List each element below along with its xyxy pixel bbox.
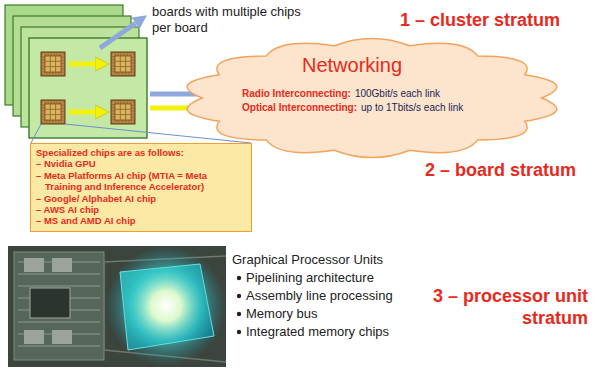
leader-line	[31, 124, 41, 143]
list-item: – MS and AMD AI chip	[36, 215, 246, 226]
list-heading: Specialized chips are as follows:	[36, 147, 246, 158]
chip	[41, 52, 65, 76]
network-cloud: NetworkingRadio Interconnecting: 100Gbit/…	[182, 38, 562, 158]
bullet	[237, 276, 241, 280]
stratum-label: 1 – cluster stratum	[400, 10, 560, 32]
link-type: Radio Interconnecting:	[242, 88, 351, 100]
board	[29, 38, 147, 138]
chip	[41, 100, 65, 124]
chip-link-arrow	[69, 62, 95, 67]
gpu-photo	[52, 258, 72, 272]
gpu-photo	[8, 246, 226, 367]
link-speed: 100Gbit/s each link	[355, 88, 440, 100]
chip	[111, 100, 135, 124]
chip	[111, 52, 135, 76]
gpu-photo	[52, 330, 72, 344]
stratum-label: 2 – board stratum	[425, 160, 576, 182]
list-item: – AWS AI chip	[36, 204, 246, 215]
list-heading: Graphical Processor Units	[232, 252, 383, 268]
list-item: Integrated memory chips	[246, 324, 389, 340]
bullet	[237, 294, 241, 298]
chip-link-arrow	[69, 110, 95, 115]
chip-list-box: Specialized chips are as follows:– Nvidi…	[30, 143, 252, 232]
gpu-photo	[24, 330, 44, 344]
list-item: Assembly line processing	[246, 288, 393, 304]
link-type: Optical Interconnecting:	[242, 102, 357, 114]
bullet	[237, 330, 241, 334]
list-item: – Nvidia GPU	[36, 158, 246, 169]
cloud-title: Networking	[302, 54, 402, 77]
gpu-photo	[106, 246, 226, 366]
gpu-photo	[30, 288, 70, 318]
list-item: – Meta Platforms AI chip (MTIA = Meta Tr…	[36, 170, 246, 193]
link-speed: up to 1Tbits/s each link	[361, 102, 463, 114]
gpu-photo	[14, 252, 104, 360]
list-item: – Google/ Alphabet AI chip	[36, 193, 246, 204]
note-text: boards with multiple chips per board	[152, 4, 302, 35]
list-item: Memory bus	[246, 306, 318, 322]
gpu-photo	[18, 262, 100, 346]
bullet	[237, 312, 241, 316]
list-item: Pipelining architecture	[246, 270, 374, 286]
cloud-outline	[187, 38, 557, 157]
board-pointer-arrow	[100, 23, 136, 48]
gpu-photo	[24, 258, 44, 272]
stratum-label: 3 – processor unit stratum	[406, 286, 588, 329]
